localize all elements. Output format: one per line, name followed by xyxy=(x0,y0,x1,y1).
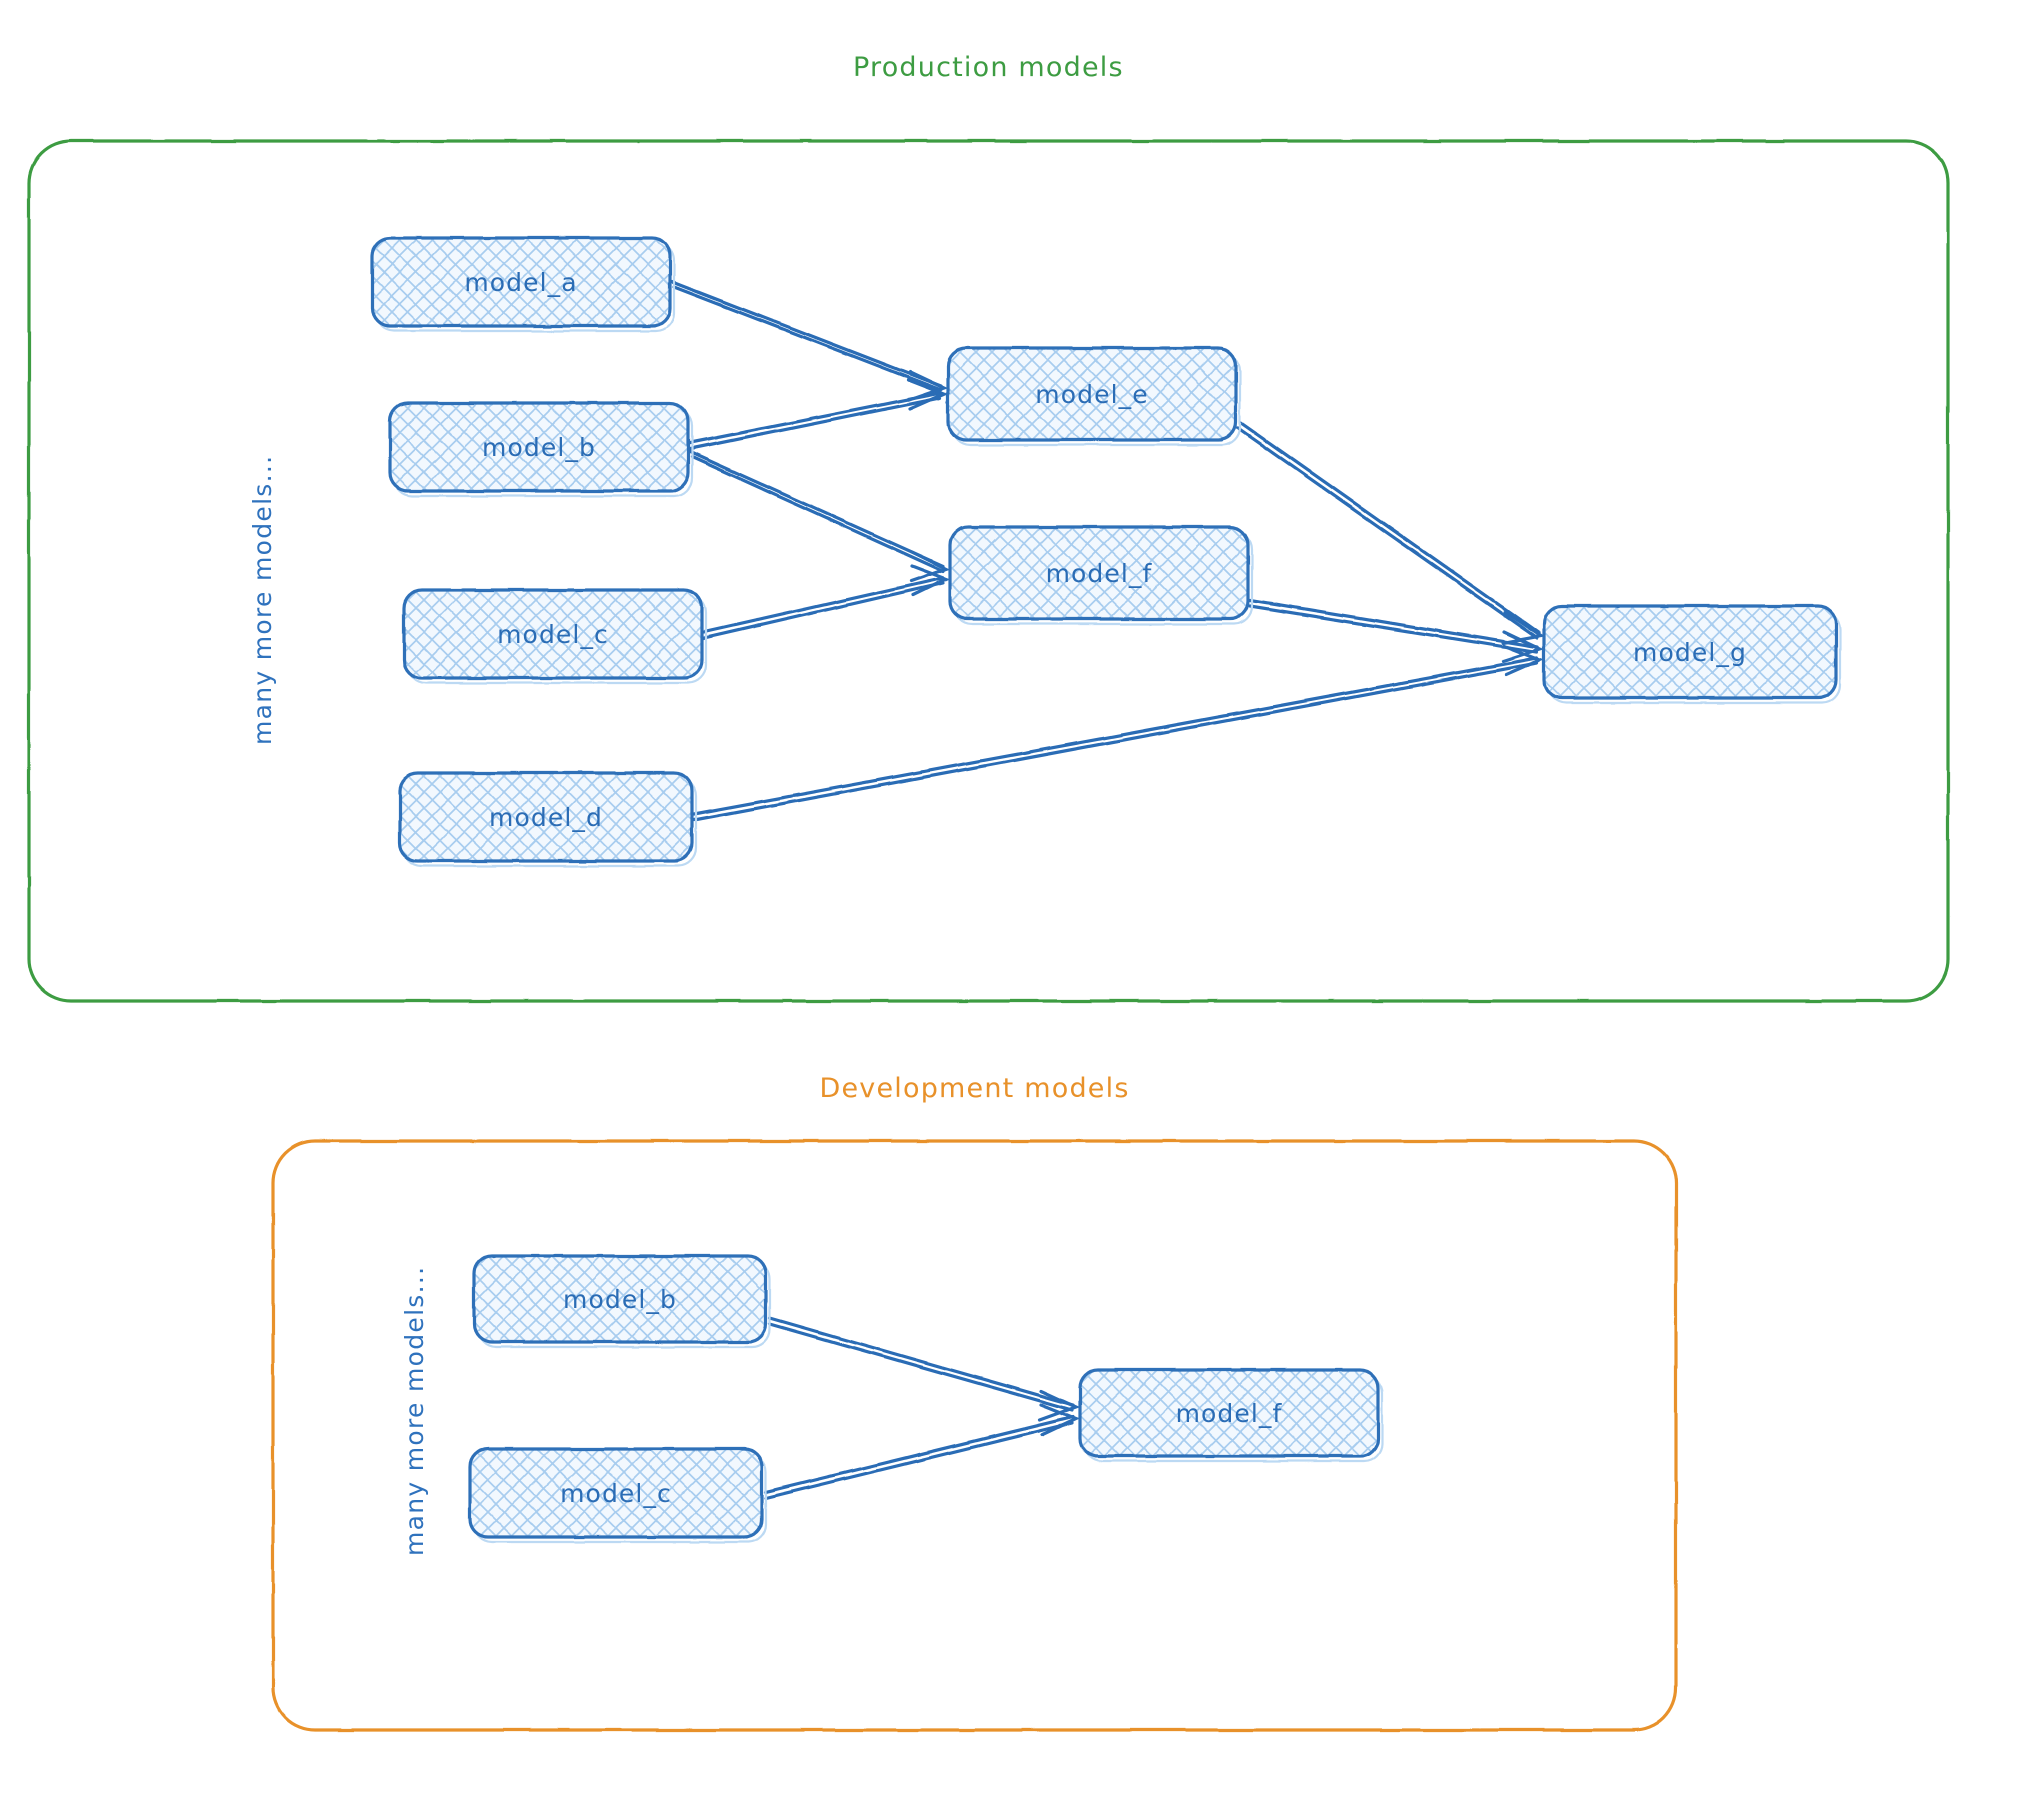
node-box[interactable] xyxy=(370,236,672,328)
development-many-more-models-label: many more models... xyxy=(400,1265,429,1556)
node-box[interactable] xyxy=(402,588,704,680)
node-box[interactable] xyxy=(388,401,690,493)
production-many-more-models-label: many more models... xyxy=(248,454,277,745)
production-group-title: Production models xyxy=(853,52,1124,83)
edge-model_f-to-model_g xyxy=(1248,598,1545,663)
development-group-title: Development models xyxy=(819,1073,1130,1104)
node-label: model_g xyxy=(1633,638,1747,667)
node-box[interactable] xyxy=(468,1447,764,1539)
node-p_model_d[interactable]: model_d xyxy=(398,771,698,868)
node-label: model_b xyxy=(563,1285,677,1314)
edge-model_d-to-model_g xyxy=(692,644,1545,822)
node-box[interactable] xyxy=(946,346,1238,442)
node-p_model_f[interactable]: model_f xyxy=(948,525,1254,626)
production-group-border xyxy=(27,139,1950,1003)
node-p_model_a[interactable]: model_a xyxy=(370,236,676,333)
node-box[interactable] xyxy=(398,771,694,863)
node-p_model_e[interactable]: model_e xyxy=(946,346,1242,447)
production-edges xyxy=(670,280,1546,822)
node-d_model_c[interactable]: model_c xyxy=(468,1447,768,1544)
node-box[interactable] xyxy=(1542,604,1838,700)
node-label: model_a xyxy=(464,268,577,297)
node-p_model_b[interactable]: model_b xyxy=(388,401,694,498)
node-d_model_b[interactable]: model_b xyxy=(472,1254,772,1349)
edge-model_e-to-model_g xyxy=(1236,421,1546,645)
node-p_model_c[interactable]: model_c xyxy=(402,588,708,685)
node-box[interactable] xyxy=(1078,1368,1380,1458)
development-edges xyxy=(764,1316,1081,1500)
node-label: model_c xyxy=(560,1479,672,1508)
node-label: model_f xyxy=(1176,1399,1283,1428)
node-label: model_c xyxy=(497,620,609,649)
node-p_model_g[interactable]: model_g xyxy=(1542,604,1842,705)
node-label: model_f xyxy=(1046,559,1153,588)
node-box[interactable] xyxy=(472,1254,768,1344)
edge-model_a-to-model_e xyxy=(670,280,949,402)
node-label: model_b xyxy=(482,433,596,462)
edge-dev-model_c-to-model_f xyxy=(764,1403,1081,1500)
edge-model_b-to-model_e xyxy=(688,378,949,451)
edge-dev-model_b-to-model_f xyxy=(768,1316,1081,1422)
node-d_model_f[interactable]: model_f xyxy=(1078,1368,1384,1463)
node-label: model_e xyxy=(1035,380,1148,409)
node-label: model_d xyxy=(489,803,603,832)
node-box[interactable] xyxy=(948,525,1250,621)
edge-model_c-to-model_f xyxy=(702,564,951,640)
development-group-border xyxy=(271,1139,1678,1732)
edge-model_b-to-model_f xyxy=(688,450,951,583)
